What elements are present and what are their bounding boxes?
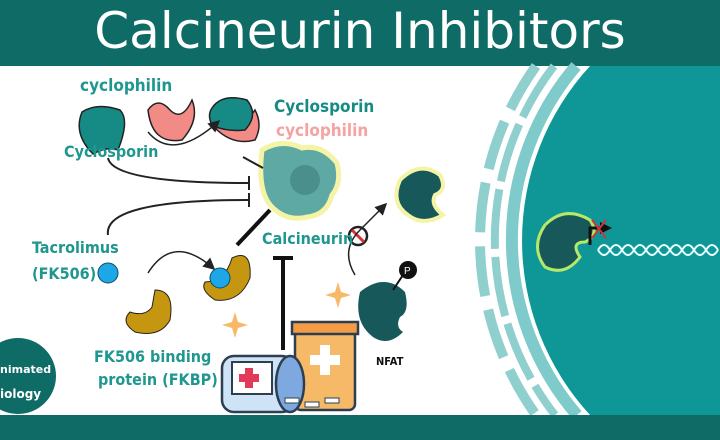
sparkle-icon <box>222 312 248 338</box>
animated-biology-logo <box>0 338 56 414</box>
dna-icon <box>597 244 719 256</box>
footer-bar <box>0 415 720 440</box>
cyclosporin-icon <box>78 105 126 155</box>
phosphate-icon <box>399 261 417 279</box>
complex-label-cyclophilin: cyclophilin <box>276 121 368 141</box>
sparkle-icon <box>325 282 351 308</box>
fkbp-tacrolimus-complex-icon <box>203 255 251 301</box>
nucleus <box>475 62 720 419</box>
cyclophilin-icon <box>147 98 196 142</box>
page-title: Calcineurin Inhibitors <box>0 0 720 66</box>
fk506-label: (FK506) <box>32 264 96 283</box>
tacrolimus-label: Tacrolimus <box>32 238 119 257</box>
logo-text-line1: nimated <box>0 363 51 376</box>
tacrolimus-icon <box>97 262 119 284</box>
prohibited-icon <box>347 225 369 247</box>
nfat-icon <box>358 282 407 341</box>
nfat-label: NFAT <box>376 355 404 368</box>
fkbp-label-line1: FK506 binding <box>94 347 211 366</box>
medicine-bottles-icon <box>220 320 360 414</box>
cyclophilin-label: cyclophilin <box>80 76 172 96</box>
cyclosporin-cyclophilin-complex-icon <box>208 97 260 143</box>
phosphate-label: P <box>404 266 411 277</box>
fkbp-label-line2: protein (FKBP) <box>98 370 218 389</box>
logo-text-line2: iology <box>0 387 41 401</box>
cyclosporin-label: Cyclosporin <box>64 142 158 161</box>
nfat-nuclear-icon <box>536 212 596 272</box>
calcineurin-icon <box>258 141 342 221</box>
blocked-transcription-icon <box>588 219 612 245</box>
active-nfat-icon <box>394 166 447 223</box>
calcineurin-label: Calcineurin <box>262 229 353 248</box>
complex-label-cyclosporin: Cyclosporin <box>274 97 374 117</box>
fkbp-icon <box>125 289 172 334</box>
